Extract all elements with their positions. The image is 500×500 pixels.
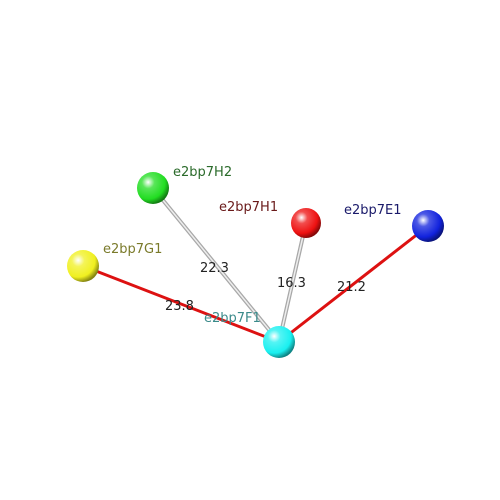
node-f1-label: e2bp7F1 — [204, 311, 261, 326]
edge-f1-e1 — [277, 224, 430, 344]
node-h2-label: e2bp7H2 — [173, 165, 232, 180]
distance-label-f1-h1: 16.3 — [277, 276, 306, 291]
node-h1-sphere — [291, 208, 321, 238]
labels-layer: 23.8 22.3 16.3 21.2 e2bp7F1 e2bp7G1 e2bp7H2 e2b… — [103, 165, 402, 326]
distance-label-f1-g1: 23.8 — [165, 299, 194, 314]
distance-label-f1-e1: 21.2 — [337, 280, 366, 295]
node-g1-label: e2bp7G1 — [103, 242, 162, 257]
node-f1-sphere — [263, 326, 295, 358]
distance-label-f1-h2: 22.3 — [200, 261, 229, 276]
nodes-layer — [67, 172, 444, 358]
node-h1-label: e2bp7H1 — [219, 200, 278, 215]
node-e1-sphere — [412, 210, 444, 242]
edge-f1-h1 — [277, 221, 308, 344]
node-g1-sphere — [67, 250, 99, 282]
edge-f1-g1 — [81, 264, 281, 344]
node-h2-sphere — [137, 172, 169, 204]
edges-layer — [81, 186, 430, 344]
edge-f1-h2 — [151, 186, 281, 344]
node-e1-label: e2bp7E1 — [344, 203, 402, 218]
